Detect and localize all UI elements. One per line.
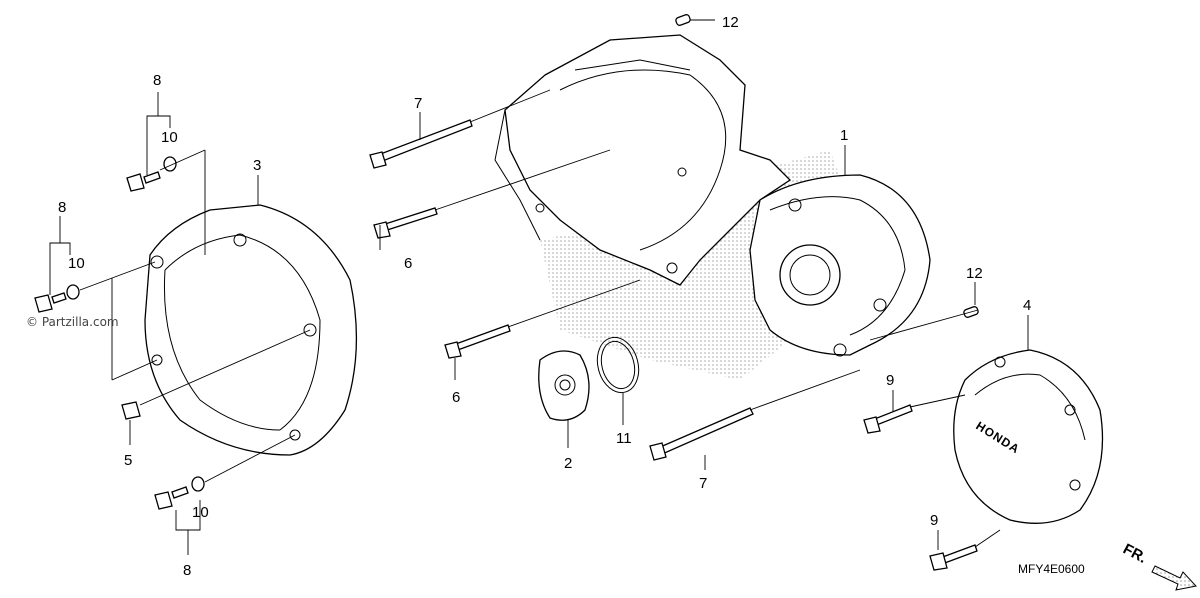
callout-10-left: 10 [68,255,85,272]
part-1-crankcase-cover [494,34,931,357]
part-3-cover [144,204,358,456]
callout-8-top: 8 [153,72,161,89]
front-direction-indicator: FR. [1120,541,1197,591]
callout-6-lower: 6 [452,389,460,406]
part-2-plug [538,350,590,421]
callout-2: 2 [564,455,572,472]
part-4-honda-cover: HONDA [953,349,1104,524]
callout-labels: 1 2 3 4 5 6 6 7 7 8 8 8 9 9 10 10 10 11 … [58,14,1031,579]
callout-11: 11 [616,430,632,447]
callout-5: 5 [124,452,132,469]
front-direction-label: FR. [1120,541,1149,567]
bolt-7-upper [369,119,473,169]
callout-4: 4 [1023,297,1031,314]
callout-3: 3 [253,157,261,174]
bolt-6-lower [444,324,511,359]
dowel-pin-12-top [675,14,691,26]
leader-lines [49,19,1029,555]
part-11-o-ring [596,336,640,394]
callout-6-upper: 6 [404,255,412,272]
callout-9-lower: 9 [930,512,938,529]
callout-9-upper: 9 [886,372,894,389]
partzilla-watermark: © Partzilla.com [26,315,119,329]
callout-7-lower: 7 [699,475,707,492]
callout-10-bottom: 10 [192,504,209,521]
callout-12-right: 12 [966,265,983,282]
bolt-8-washer-10-set-b [34,284,80,313]
bolt-8-washer-10-set-c [154,476,205,510]
callout-8-bottom: 8 [183,562,191,579]
bolt-5 [121,401,141,420]
callout-7-upper: 7 [414,95,422,112]
callout-12-top: 12 [722,14,739,31]
callout-8-left: 8 [58,199,66,216]
callout-10-top: 10 [161,129,178,146]
callout-1: 1 [840,127,848,144]
bolt-6-upper [373,207,438,239]
front-arrow-icon [1151,565,1197,591]
bolt-7-lower [649,407,754,461]
bolt-8-washer-10-set-a [126,156,177,192]
bolt-9-upper [863,404,913,434]
diagram-code: MFY4E0600 [1018,562,1085,576]
bolt-9-lower [929,544,978,571]
